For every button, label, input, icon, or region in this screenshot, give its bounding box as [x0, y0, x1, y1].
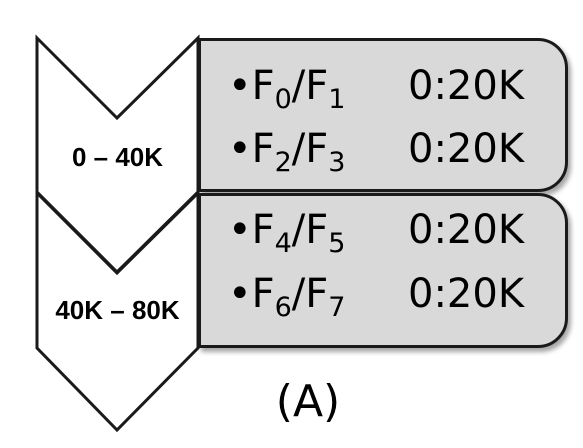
item-f4-f5: •F4/F5 — [228, 207, 346, 259]
item-f0-f1-value: 0:20K — [408, 63, 525, 109]
item-f2-f3: •F2/F3 — [228, 126, 346, 178]
item-f0-f1: •F0/F1 — [228, 63, 346, 115]
item-f6-f7-value: 0:20K — [408, 271, 525, 317]
segment-box-1 — [198, 38, 568, 192]
figure-caption: (A) — [275, 376, 341, 427]
item-f6-f7: •F6/F7 — [228, 271, 346, 323]
range-label-2: 40K – 80K — [55, 295, 180, 325]
item-f2-f3-value: 0:20K — [408, 126, 525, 172]
range-label-1: 0 – 40K — [71, 142, 164, 172]
segment-box-2 — [198, 193, 568, 348]
item-f4-f5-value: 0:20K — [408, 207, 525, 253]
chevron-1 — [35, 34, 200, 275]
